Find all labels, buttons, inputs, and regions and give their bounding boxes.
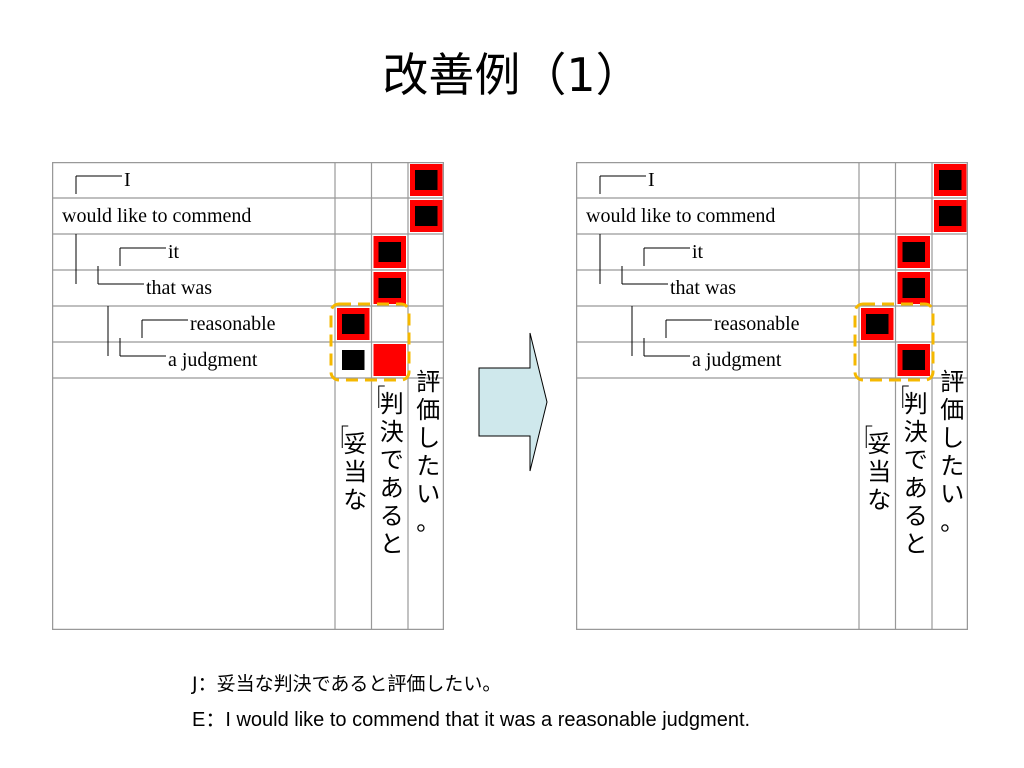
japanese-token-char: 判 — [380, 390, 404, 418]
japanese-token-char: 。 — [940, 508, 964, 536]
japanese-token-char: 評 — [416, 368, 440, 396]
alignment-cell — [342, 350, 365, 370]
english-token-row: a judgment — [107, 306, 258, 371]
alignment-cell — [897, 236, 930, 268]
english-token: that was — [146, 277, 212, 299]
japanese-token-char: 。 — [416, 508, 440, 536]
japanese-token-char: 決 — [380, 418, 404, 446]
alignment-cell — [934, 164, 967, 196]
japanese-token-char: な — [867, 486, 891, 514]
english-token: I — [648, 169, 655, 191]
japanese-token-char: し — [416, 424, 440, 452]
english-token: a judgment — [692, 349, 782, 371]
alignment-cell — [861, 308, 894, 340]
japanese-token-char: 妥 — [867, 430, 891, 458]
japanese-token-char: あ — [904, 474, 928, 502]
alignment-cell — [897, 272, 930, 304]
japanese-token-column: 評価したい。 — [416, 368, 440, 536]
japanese-token-char: し — [940, 424, 964, 452]
english-token: would like to commend — [586, 205, 775, 227]
english-token-row: that was — [599, 234, 736, 299]
english-token: reasonable — [190, 313, 276, 335]
alignment-cell — [373, 272, 406, 304]
japanese-token-char: る — [380, 502, 404, 530]
japanese-token-char: あ — [380, 474, 404, 502]
japanese-token-char: 決 — [904, 418, 928, 446]
alignment-cell — [373, 344, 406, 376]
alignment-cell — [410, 200, 443, 232]
english-caption: E：I would like to commend that it was a … — [192, 709, 751, 731]
slide-title: 改善例（1） — [382, 48, 642, 102]
english-token: that was — [670, 277, 736, 299]
japanese-token-char: る — [904, 502, 928, 530]
japanese-token-column: 妥当な — [341, 425, 367, 514]
english-token-row: would like to commend — [586, 205, 775, 227]
japanese-caption: J：妥当な判決であると評価したい。 — [192, 673, 502, 695]
highlight-box — [853, 302, 935, 382]
japanese-token-char: た — [940, 452, 964, 480]
japanese-token-column: 判決であると — [902, 385, 928, 558]
highlight-box — [329, 302, 411, 382]
japanese-token-char: い — [940, 480, 964, 508]
japanese-token-column: 評価したい。 — [940, 368, 964, 536]
alignment-cell — [373, 236, 406, 268]
english-token-row: I — [75, 169, 131, 194]
japanese-token-char: 当 — [867, 458, 891, 486]
english-token: it — [168, 241, 180, 263]
japanese-token-char: で — [904, 446, 928, 474]
japanese-token-char: と — [904, 530, 928, 558]
english-token: would like to commend — [62, 205, 251, 227]
japanese-token-char: な — [343, 486, 367, 514]
english-token-row: I — [599, 169, 655, 194]
japanese-token-char: 評 — [940, 368, 964, 396]
alignment-cell — [337, 308, 370, 340]
japanese-token-char: い — [416, 480, 440, 508]
japanese-token-column: 妥当な — [865, 425, 891, 514]
japanese-token-char: た — [416, 452, 440, 480]
english-token: reasonable — [714, 313, 800, 335]
english-token: a judgment — [168, 349, 258, 371]
japanese-token-char: 価 — [416, 396, 440, 424]
english-token-row: would like to commend — [62, 205, 251, 227]
japanese-token-char: 妥 — [343, 430, 367, 458]
japanese-token-char: 判 — [904, 390, 928, 418]
alignment-cell — [410, 164, 443, 196]
japanese-token-char: 当 — [343, 458, 367, 486]
right-arrow-icon — [478, 332, 548, 472]
japanese-token-char: で — [380, 446, 404, 474]
english-token-row: that was — [75, 234, 212, 299]
japanese-token-char: と — [380, 530, 404, 558]
english-token-row: a judgment — [631, 306, 782, 371]
english-token: it — [692, 241, 704, 263]
english-token: I — [124, 169, 131, 191]
alignment-cell — [897, 344, 930, 376]
japanese-token-column: 判決であると — [378, 385, 404, 558]
japanese-token-char: 価 — [940, 396, 964, 424]
alignment-cell — [934, 200, 967, 232]
